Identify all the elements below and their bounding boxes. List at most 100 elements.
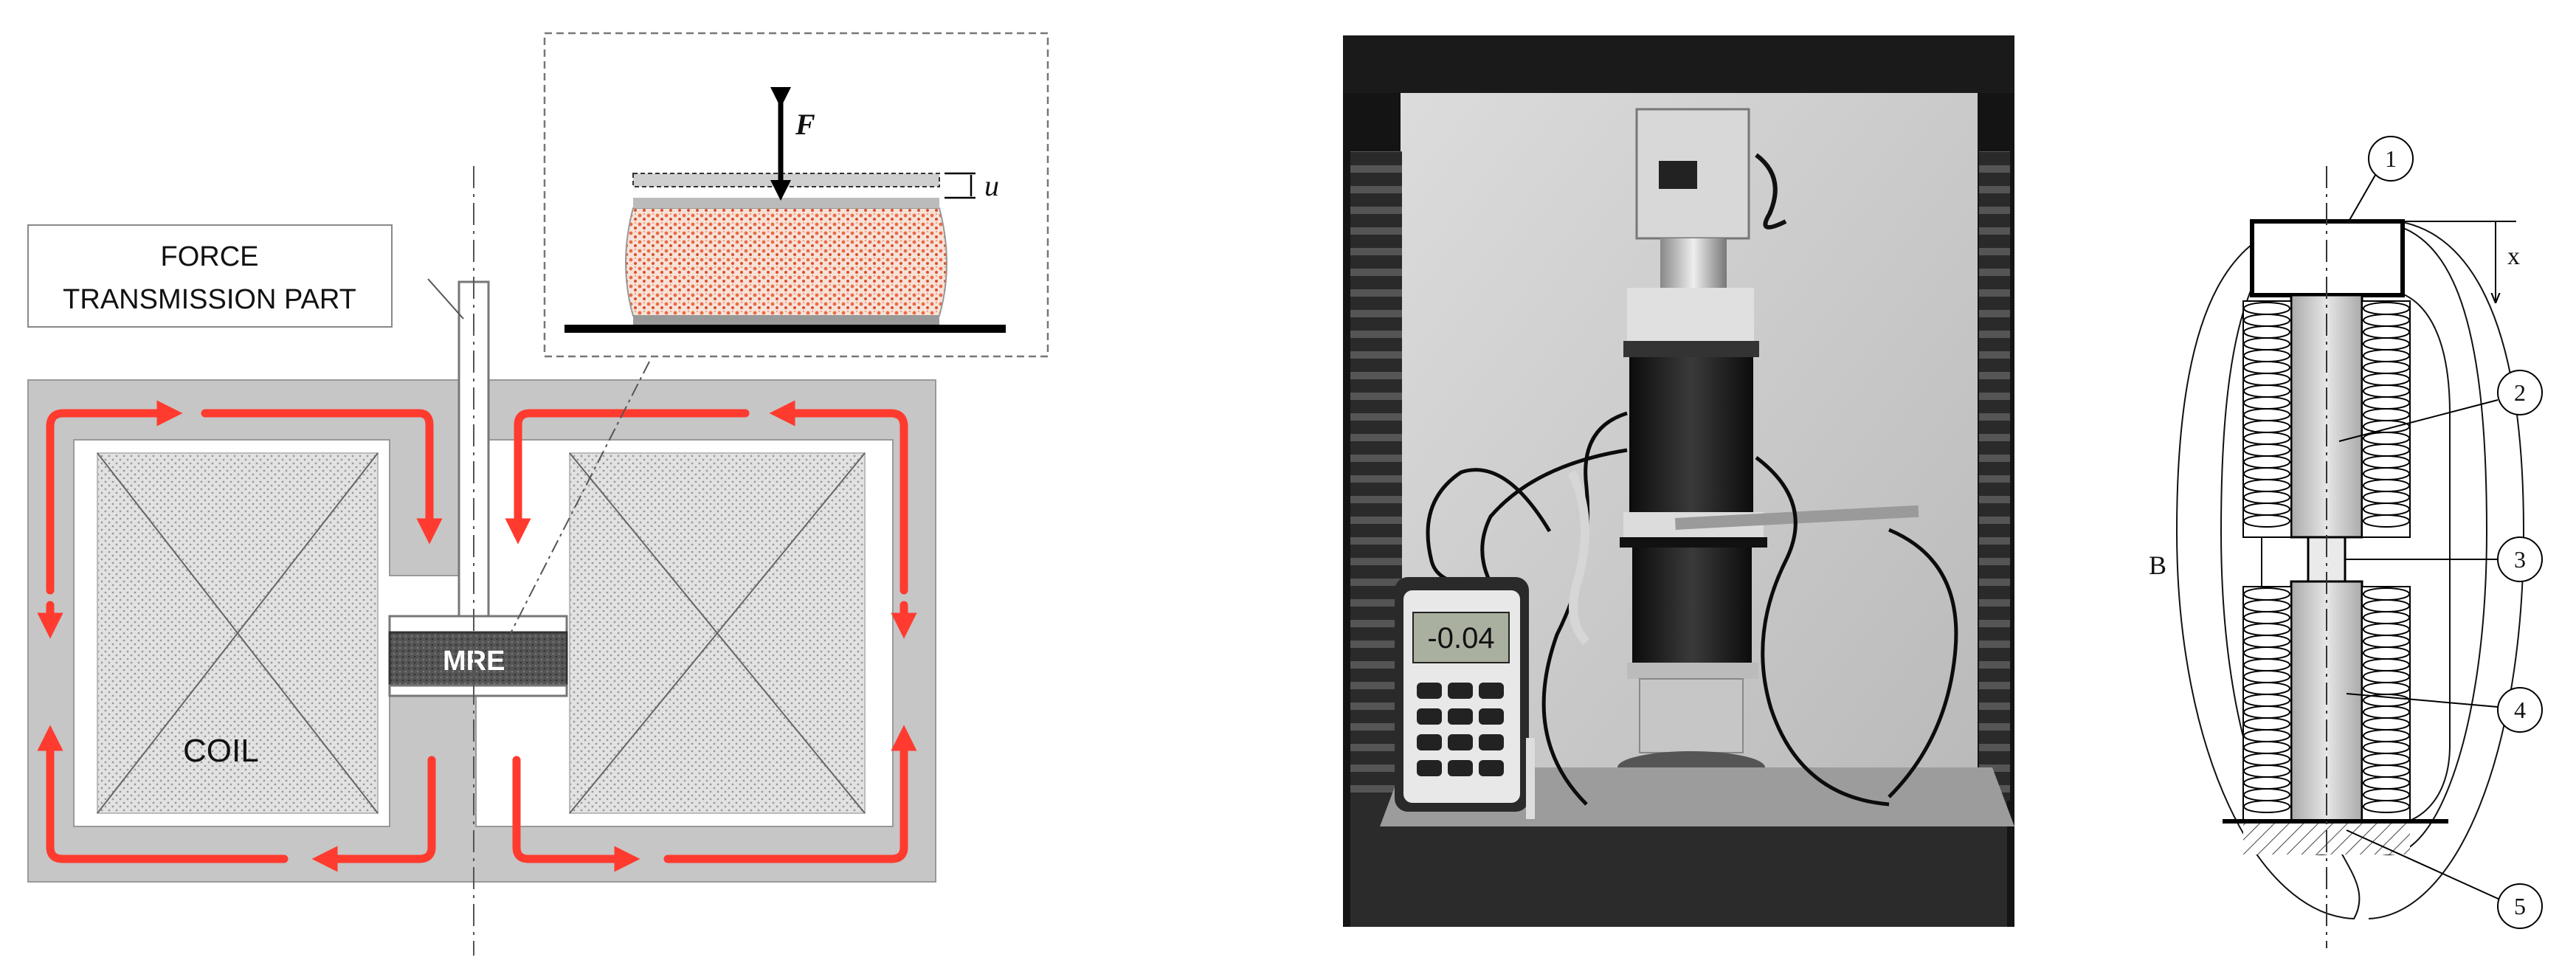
coil-right [569, 452, 866, 814]
winding-turn [2363, 337, 2410, 351]
winding-turn [2363, 599, 2410, 612]
winding-turn [2243, 396, 2290, 410]
magnetic-yoke [27, 379, 936, 883]
winding-turn [2243, 658, 2290, 672]
displacement-dimension [945, 172, 976, 199]
winding-turn [2243, 623, 2290, 636]
axis-x-label: x [2507, 243, 2520, 270]
winding-turn [2363, 396, 2410, 410]
inset-sample [564, 173, 1006, 333]
winding-turn [2243, 694, 2290, 707]
winding-turn [2243, 361, 2290, 374]
winding-turn [2243, 349, 2290, 362]
callout-1: 1 [2385, 145, 2397, 172]
winding-turn [2243, 384, 2290, 398]
winding-turn [2243, 420, 2290, 433]
winding-turn [2243, 705, 2290, 719]
winding-turn [2363, 325, 2410, 339]
winding-turn [2243, 776, 2290, 790]
callout-2: 2 [2514, 379, 2526, 406]
winding-turn [2243, 800, 2290, 813]
callout-numbers: 1 2 3 4 5 [2385, 145, 2526, 919]
winding-turn [2243, 337, 2290, 351]
winding-turn [2363, 587, 2410, 601]
callout-label-line2: TRANSMISSION PART [63, 284, 356, 315]
winding-turn [2363, 491, 2410, 504]
winding-turn [2363, 741, 2410, 754]
winding-turn [2363, 503, 2410, 516]
winding-turn [2243, 670, 2290, 683]
solenoid-schematic: x B [2149, 136, 2543, 948]
winding-turn [2243, 611, 2290, 624]
winding-turn [2363, 373, 2410, 386]
winding-turn [2363, 729, 2410, 742]
inset-leader [510, 361, 650, 634]
winding-turn [2363, 420, 2410, 433]
winding-turn [2243, 717, 2290, 731]
winding-turn [2243, 503, 2290, 516]
winding-turn [2363, 623, 2410, 636]
winding-turn [2363, 646, 2410, 660]
test-rig-photo: -0.04 [1343, 35, 2014, 927]
winding-turn [2243, 587, 2290, 601]
winding-turn [2363, 635, 2410, 648]
winding-turn [2243, 432, 2290, 445]
winding-turn [2243, 491, 2290, 504]
winding-turn [2363, 479, 2410, 492]
winding-turn [2363, 408, 2410, 421]
winding-turn [2363, 705, 2410, 719]
winding-turn [2363, 776, 2410, 790]
winding-turn [2363, 314, 2410, 327]
winding-turn [2363, 361, 2410, 374]
coil-left [97, 452, 379, 814]
winding-turn [2243, 788, 2290, 801]
winding-turn [2363, 384, 2410, 398]
callout-3: 3 [2514, 546, 2526, 573]
flux-arrows [37, 400, 917, 872]
winding-turn [2363, 717, 2410, 731]
winding-turn [2243, 479, 2290, 492]
bottom-plate [388, 684, 568, 697]
callout-box [27, 224, 393, 328]
winding-turn [2363, 670, 2410, 683]
winding-turn [2243, 646, 2290, 660]
winding-turn [2243, 314, 2290, 327]
winding-turn [2243, 764, 2290, 778]
winding-turn [2363, 682, 2410, 695]
winding-turn [2243, 682, 2290, 695]
winding-turn [2363, 788, 2410, 801]
callout-4: 4 [2514, 697, 2526, 723]
winding-turn [2243, 325, 2290, 339]
winding-turn [2243, 467, 2290, 480]
force-label: F [795, 108, 815, 141]
winding-turn [2363, 753, 2410, 766]
winding-turn [2243, 741, 2290, 754]
winding-turn [2243, 514, 2290, 528]
callout-label-line1: FORCE [161, 241, 259, 272]
displacement-label: u [984, 169, 999, 202]
plunger-plate [388, 615, 568, 634]
winding-turn [2243, 729, 2290, 742]
winding-turn [2243, 373, 2290, 386]
callout-5: 5 [2514, 893, 2526, 919]
gaussmeter: -0.04 [1395, 577, 1529, 812]
callouts [2338, 136, 2543, 929]
winding-turn [2363, 302, 2410, 315]
meter-display: -0.04 [1427, 622, 1494, 655]
winding-turn [2243, 302, 2290, 315]
winding-turn [2363, 349, 2410, 362]
field-label: B [2149, 550, 2166, 580]
winding-turn [2363, 800, 2410, 813]
coil-label: COIL [183, 733, 259, 769]
winding-turn [2243, 443, 2290, 457]
winding-turn [2363, 467, 2410, 480]
winding-turn [2363, 658, 2410, 672]
winding-turn [2243, 455, 2290, 469]
winding-turn [2363, 443, 2410, 457]
winding-turn [2363, 611, 2410, 624]
winding-turn [2363, 514, 2410, 528]
winding-turn [2243, 753, 2290, 766]
winding-turn [2243, 635, 2290, 648]
mre-actuator-schematic: COIL MRE FORCE TRANSMISSION PART [27, 32, 1049, 956]
